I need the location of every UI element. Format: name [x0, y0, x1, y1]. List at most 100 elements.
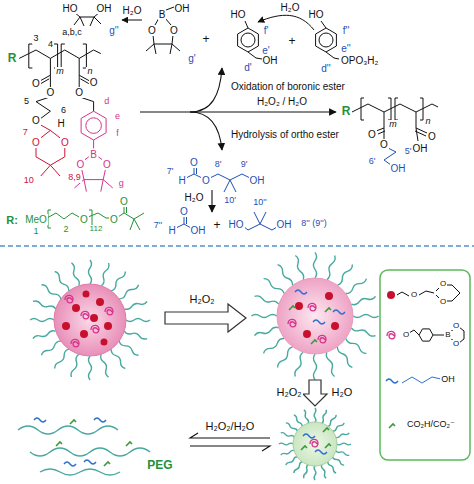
structure-label: d''	[320, 63, 331, 74]
structure-label: 5	[23, 97, 30, 107]
legend-box-part	[387, 331, 395, 339]
structure-label: a,b,c	[61, 28, 83, 38]
legend-box-part	[402, 377, 441, 383]
intact-micelle-part-part	[83, 291, 90, 298]
structure-label: +	[212, 219, 221, 232]
structure-label: g	[118, 179, 125, 189]
legend-box-part	[419, 329, 433, 341]
swollen-micelle-part	[295, 290, 307, 294]
structure-label: 10''	[252, 198, 267, 208]
structure-label: R:	[5, 214, 19, 226]
structure-label: B	[89, 149, 98, 160]
free-polymer-chains-part	[56, 442, 62, 446]
structure-label: Oxidation of boronic ester	[230, 81, 346, 92]
polymer-structure-part-part	[81, 111, 106, 140]
hydrolysis-products-part	[186, 167, 250, 192]
structure-label: O	[147, 25, 157, 36]
structure-label: O	[119, 196, 129, 207]
structure-label: R	[341, 105, 352, 118]
polymer-structure-part-part	[36, 124, 65, 176]
degrading-micelle-part	[279, 408, 351, 480]
degrading-micelle-part	[315, 450, 327, 454]
structure-label: d'	[243, 62, 252, 73]
structure-label: OH	[262, 55, 279, 66]
structure-label: O	[402, 331, 410, 340]
polymer-structure-part	[29, 44, 87, 68]
equilibrium-arrows-part	[190, 433, 270, 438]
reaction-arrows-part	[190, 68, 222, 112]
structure-label: OH	[190, 225, 207, 236]
swollen-micelle-part-part	[331, 322, 339, 330]
structure-label: 7	[22, 128, 29, 138]
structure-label: m	[55, 67, 65, 77]
structure-label: 7'	[166, 167, 175, 177]
structure-label: O	[439, 298, 447, 307]
structure-label: 1	[32, 227, 39, 237]
intact-micelle-part	[65, 295, 73, 303]
free-polymer-chains-part	[84, 460, 96, 464]
swollen-micelle-part	[308, 303, 316, 311]
free-polymer-chains-part	[18, 426, 118, 434]
structure-label: O	[102, 159, 112, 170]
structure-label: e''	[340, 43, 351, 54]
structure-label: B	[444, 331, 451, 340]
degraded-polymer-part	[361, 98, 423, 120]
structure-label: MeO	[24, 214, 48, 225]
legend-box-part	[387, 291, 395, 299]
free-polymer-chains-part	[64, 462, 76, 466]
structure-label: 9'	[240, 160, 249, 170]
structure-label: O	[76, 159, 86, 170]
structure-label: 8'	[214, 160, 223, 170]
structure-label: O	[452, 340, 460, 349]
degraded-polymer-part	[376, 112, 385, 139]
structure-label: OH	[96, 3, 113, 14]
structure-label: O	[89, 77, 99, 88]
free-polymer-chains-part	[104, 462, 110, 466]
structure-label: O	[367, 129, 377, 140]
structure-label: CO₂H/CO₂⁻	[406, 420, 456, 430]
structure-label: R	[7, 52, 18, 65]
free-polymer-chains-part	[70, 420, 76, 424]
structure-label: O	[427, 131, 437, 142]
structure-label: n	[424, 117, 431, 127]
structure-label: f'	[263, 25, 270, 36]
legend-box-part	[397, 285, 460, 301]
free-polymer-chains-part	[94, 418, 106, 422]
structure-label: H₂O	[122, 5, 143, 16]
degraded-polymer	[352, 98, 438, 165]
degrading-micelle	[279, 408, 351, 480]
structure-label: O	[79, 214, 89, 225]
structure-label: 6'	[368, 157, 377, 167]
free-polymer-chains-part	[30, 448, 150, 456]
product-structures-part	[238, 28, 259, 52]
structure-label: O	[189, 157, 199, 168]
free-polymer-chains-part	[40, 469, 120, 475]
degrading-micelle-part	[325, 444, 331, 448]
product-structures-part	[241, 33, 255, 47]
structure-label: g'	[187, 53, 196, 64]
product-structures-part	[245, 21, 262, 59]
structure-label: H₂O₂	[275, 386, 302, 398]
degrading-micelle-part	[310, 439, 318, 447]
structure-label: O	[74, 87, 84, 98]
legend-box-part	[380, 270, 470, 460]
structure-label: PEG	[146, 459, 173, 472]
reaction-arrows-part	[211, 190, 212, 212]
swollen-micelle-part-part	[295, 302, 303, 310]
structure-label: HO	[230, 9, 247, 20]
intact-micelle-part-part	[104, 322, 112, 330]
intact-micelle-part-part	[80, 330, 88, 338]
intact-micelle-part-part	[101, 339, 108, 346]
structure-label: +	[201, 33, 210, 46]
structure-label: 8,9	[67, 173, 82, 183]
polymer-structure-part	[36, 124, 65, 176]
structure-label: n	[86, 67, 93, 77]
structure-label: OH	[249, 175, 266, 186]
intact-micelle-part	[30, 260, 150, 380]
structure-label: H	[167, 225, 176, 236]
polymer-structure-part-part	[74, 140, 112, 192]
structure-label: HO	[62, 3, 79, 14]
polymer-structure	[19, 44, 113, 192]
legend-box-part	[389, 424, 395, 428]
intact-micelle-part	[91, 325, 99, 333]
